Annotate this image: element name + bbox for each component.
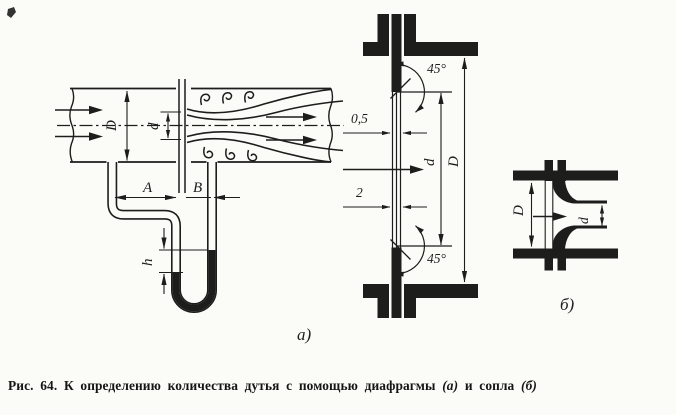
- flange-sections: [363, 14, 478, 318]
- dim-label-nozzle-pipe-diameter: D: [511, 205, 527, 217]
- bevel-angle-marks: [390, 60, 426, 278]
- orifice-plate: [178, 79, 186, 193]
- caption-marker-b: (б): [521, 378, 537, 394]
- caption-marker-a: (а): [442, 378, 459, 394]
- caption-body: К определению количества дутья с помощью…: [63, 378, 436, 394]
- print-artifact: [7, 7, 16, 18]
- diagram-b-nozzle: D d б): [511, 160, 618, 314]
- dim-label-level-difference: h: [140, 259, 156, 267]
- diagram-a-orifice-scheme: D d A B h а): [55, 79, 344, 344]
- orifice-plate-detail: 45° 45° 0,5 2 d D: [343, 14, 478, 318]
- dim-label-detail-pipe-diameter: D: [446, 156, 462, 168]
- dim-label-throat-diameter: d: [576, 217, 591, 224]
- dim-label-plate-thickness: 2: [356, 185, 363, 200]
- nozzle-flow-arrow: [533, 211, 568, 222]
- detail-flow-arrow: [343, 164, 425, 175]
- diagram-b-label: б): [560, 295, 575, 314]
- dim-label-orifice-diameter-a: d: [146, 122, 162, 130]
- diagram-a-label: а): [297, 325, 312, 344]
- inlet-flow-arrows: [55, 105, 104, 142]
- dim-orifice-diameter-a: [160, 111, 181, 141]
- caption-prefix: Рис. 64.: [8, 378, 58, 394]
- dim-label-pipe-diameter-a: D: [104, 120, 120, 132]
- nozzle-flange-face-lines: [544, 180, 554, 249]
- dim-level-difference: [159, 228, 208, 294]
- bevel-angle-label-top: 45°: [427, 61, 447, 76]
- nozzle-pipe-sections: [513, 160, 618, 271]
- jet-contraction-curves: [186, 88, 344, 163]
- caption-conjunction: и сопла: [464, 378, 515, 394]
- outlet-flow-arrows: [266, 112, 318, 145]
- dim-label-upstream-tap: A: [142, 180, 153, 196]
- vortex-curls: [200, 91, 258, 162]
- manometer-liquid-column: [172, 250, 216, 312]
- figure-canvas: D d A B h а): [7, 7, 618, 344]
- dim-label-bore-diameter: d: [422, 158, 438, 166]
- figure-caption: Рис. 64. К определению количества дутья …: [8, 378, 670, 394]
- dim-label-edge-width: 0,5: [351, 111, 368, 126]
- bevel-angle-label-bottom: 45°: [427, 251, 447, 266]
- dim-label-downstream-tap: B: [193, 180, 202, 196]
